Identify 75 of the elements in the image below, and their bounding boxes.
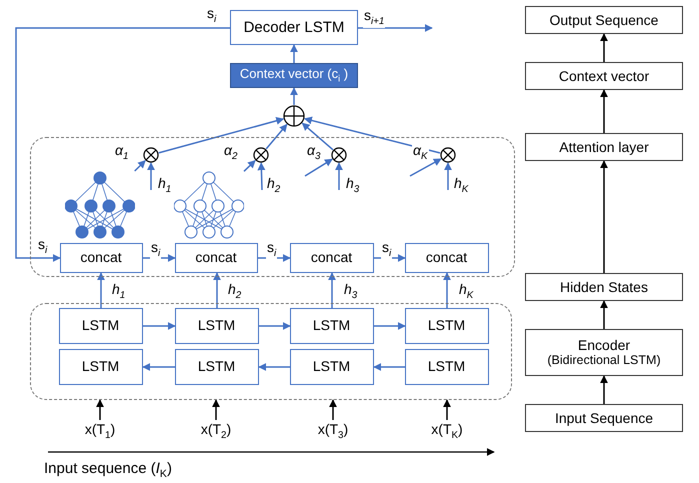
process-box: LSTM — [290, 308, 374, 344]
arrow — [15, 27, 230, 262]
arrow — [158, 116, 284, 154]
process-box: concat — [60, 242, 142, 272]
multiply-circle — [252, 146, 268, 162]
arrow — [97, 272, 105, 308]
arrow — [328, 272, 336, 308]
arrow — [302, 122, 334, 150]
arrow — [329, 399, 337, 420]
multiply-circle — [142, 146, 158, 162]
arrow — [304, 116, 440, 154]
process-box: LSTM — [174, 308, 258, 344]
arrow — [410, 158, 442, 177]
process-box: LSTM — [58, 308, 142, 344]
dashed-region — [30, 137, 515, 277]
arrow — [213, 272, 221, 308]
process-box: concat — [404, 242, 488, 272]
arrow — [600, 375, 608, 404]
process-box: Context vector — [525, 62, 683, 90]
process-box: LSTM — [58, 348, 142, 384]
arrow — [134, 160, 146, 172]
arrow — [304, 158, 333, 177]
sum-circle — [283, 105, 305, 127]
arrow — [335, 162, 343, 190]
dashed-region — [30, 303, 512, 400]
arrow — [443, 399, 451, 420]
process-box: Input Sequence — [525, 404, 683, 432]
arrow — [600, 33, 608, 62]
arrow — [143, 254, 176, 262]
process-box: LSTM — [404, 348, 488, 384]
input-label: x(T$_{3}$) — [305, 420, 361, 442]
box-label: (Bidirectional LSTM) — [547, 353, 661, 368]
arrow — [600, 160, 608, 273]
arrow — [257, 162, 266, 190]
input-label: x(T$_{2}$) — [188, 420, 244, 442]
variable-label: s$_{i}$ — [38, 237, 48, 257]
process-box: LSTM — [290, 348, 374, 384]
arrow — [443, 272, 451, 308]
neural-network-drawing — [64, 170, 134, 238]
process-box: Context vector (c$_{i}$ ) — [230, 63, 358, 88]
arrow — [600, 89, 608, 133]
arrow — [243, 160, 256, 172]
process-box: Decoder LSTM — [230, 10, 358, 45]
arrow — [258, 254, 291, 262]
arrow — [96, 399, 104, 420]
input-label: x(T$_{1}$) — [72, 420, 128, 442]
arrow — [290, 87, 298, 105]
arrow — [373, 363, 405, 371]
arrow — [266, 124, 288, 150]
neural-network-drawing — [174, 170, 244, 238]
process-box: Hidden States — [525, 273, 683, 301]
input-label: x(T$_{K}$) — [419, 420, 475, 442]
arrow — [212, 399, 220, 420]
arrow — [258, 363, 290, 371]
process-box: Output Sequence — [525, 6, 683, 34]
box-label: Encoder — [578, 337, 630, 354]
arrow — [143, 322, 176, 330]
process-box: LSTM — [404, 308, 488, 344]
process-box — [525, 329, 683, 376]
arrow — [444, 162, 452, 190]
process-box: LSTM — [174, 348, 258, 384]
arrow — [290, 44, 298, 63]
arrow — [374, 254, 406, 262]
sequence-label: Input sequence (I$_{K}$) — [44, 461, 172, 481]
arrow — [600, 300, 608, 329]
arrow — [147, 162, 155, 190]
process-box: concat — [174, 242, 258, 272]
arrow — [374, 322, 406, 330]
process-box: Attention layer — [525, 133, 683, 161]
arrow — [142, 363, 175, 371]
process-box: concat — [290, 242, 374, 272]
arrow — [259, 322, 291, 330]
arrow — [358, 24, 433, 32]
multiply-circle — [440, 146, 456, 162]
multiply-circle — [330, 146, 346, 162]
